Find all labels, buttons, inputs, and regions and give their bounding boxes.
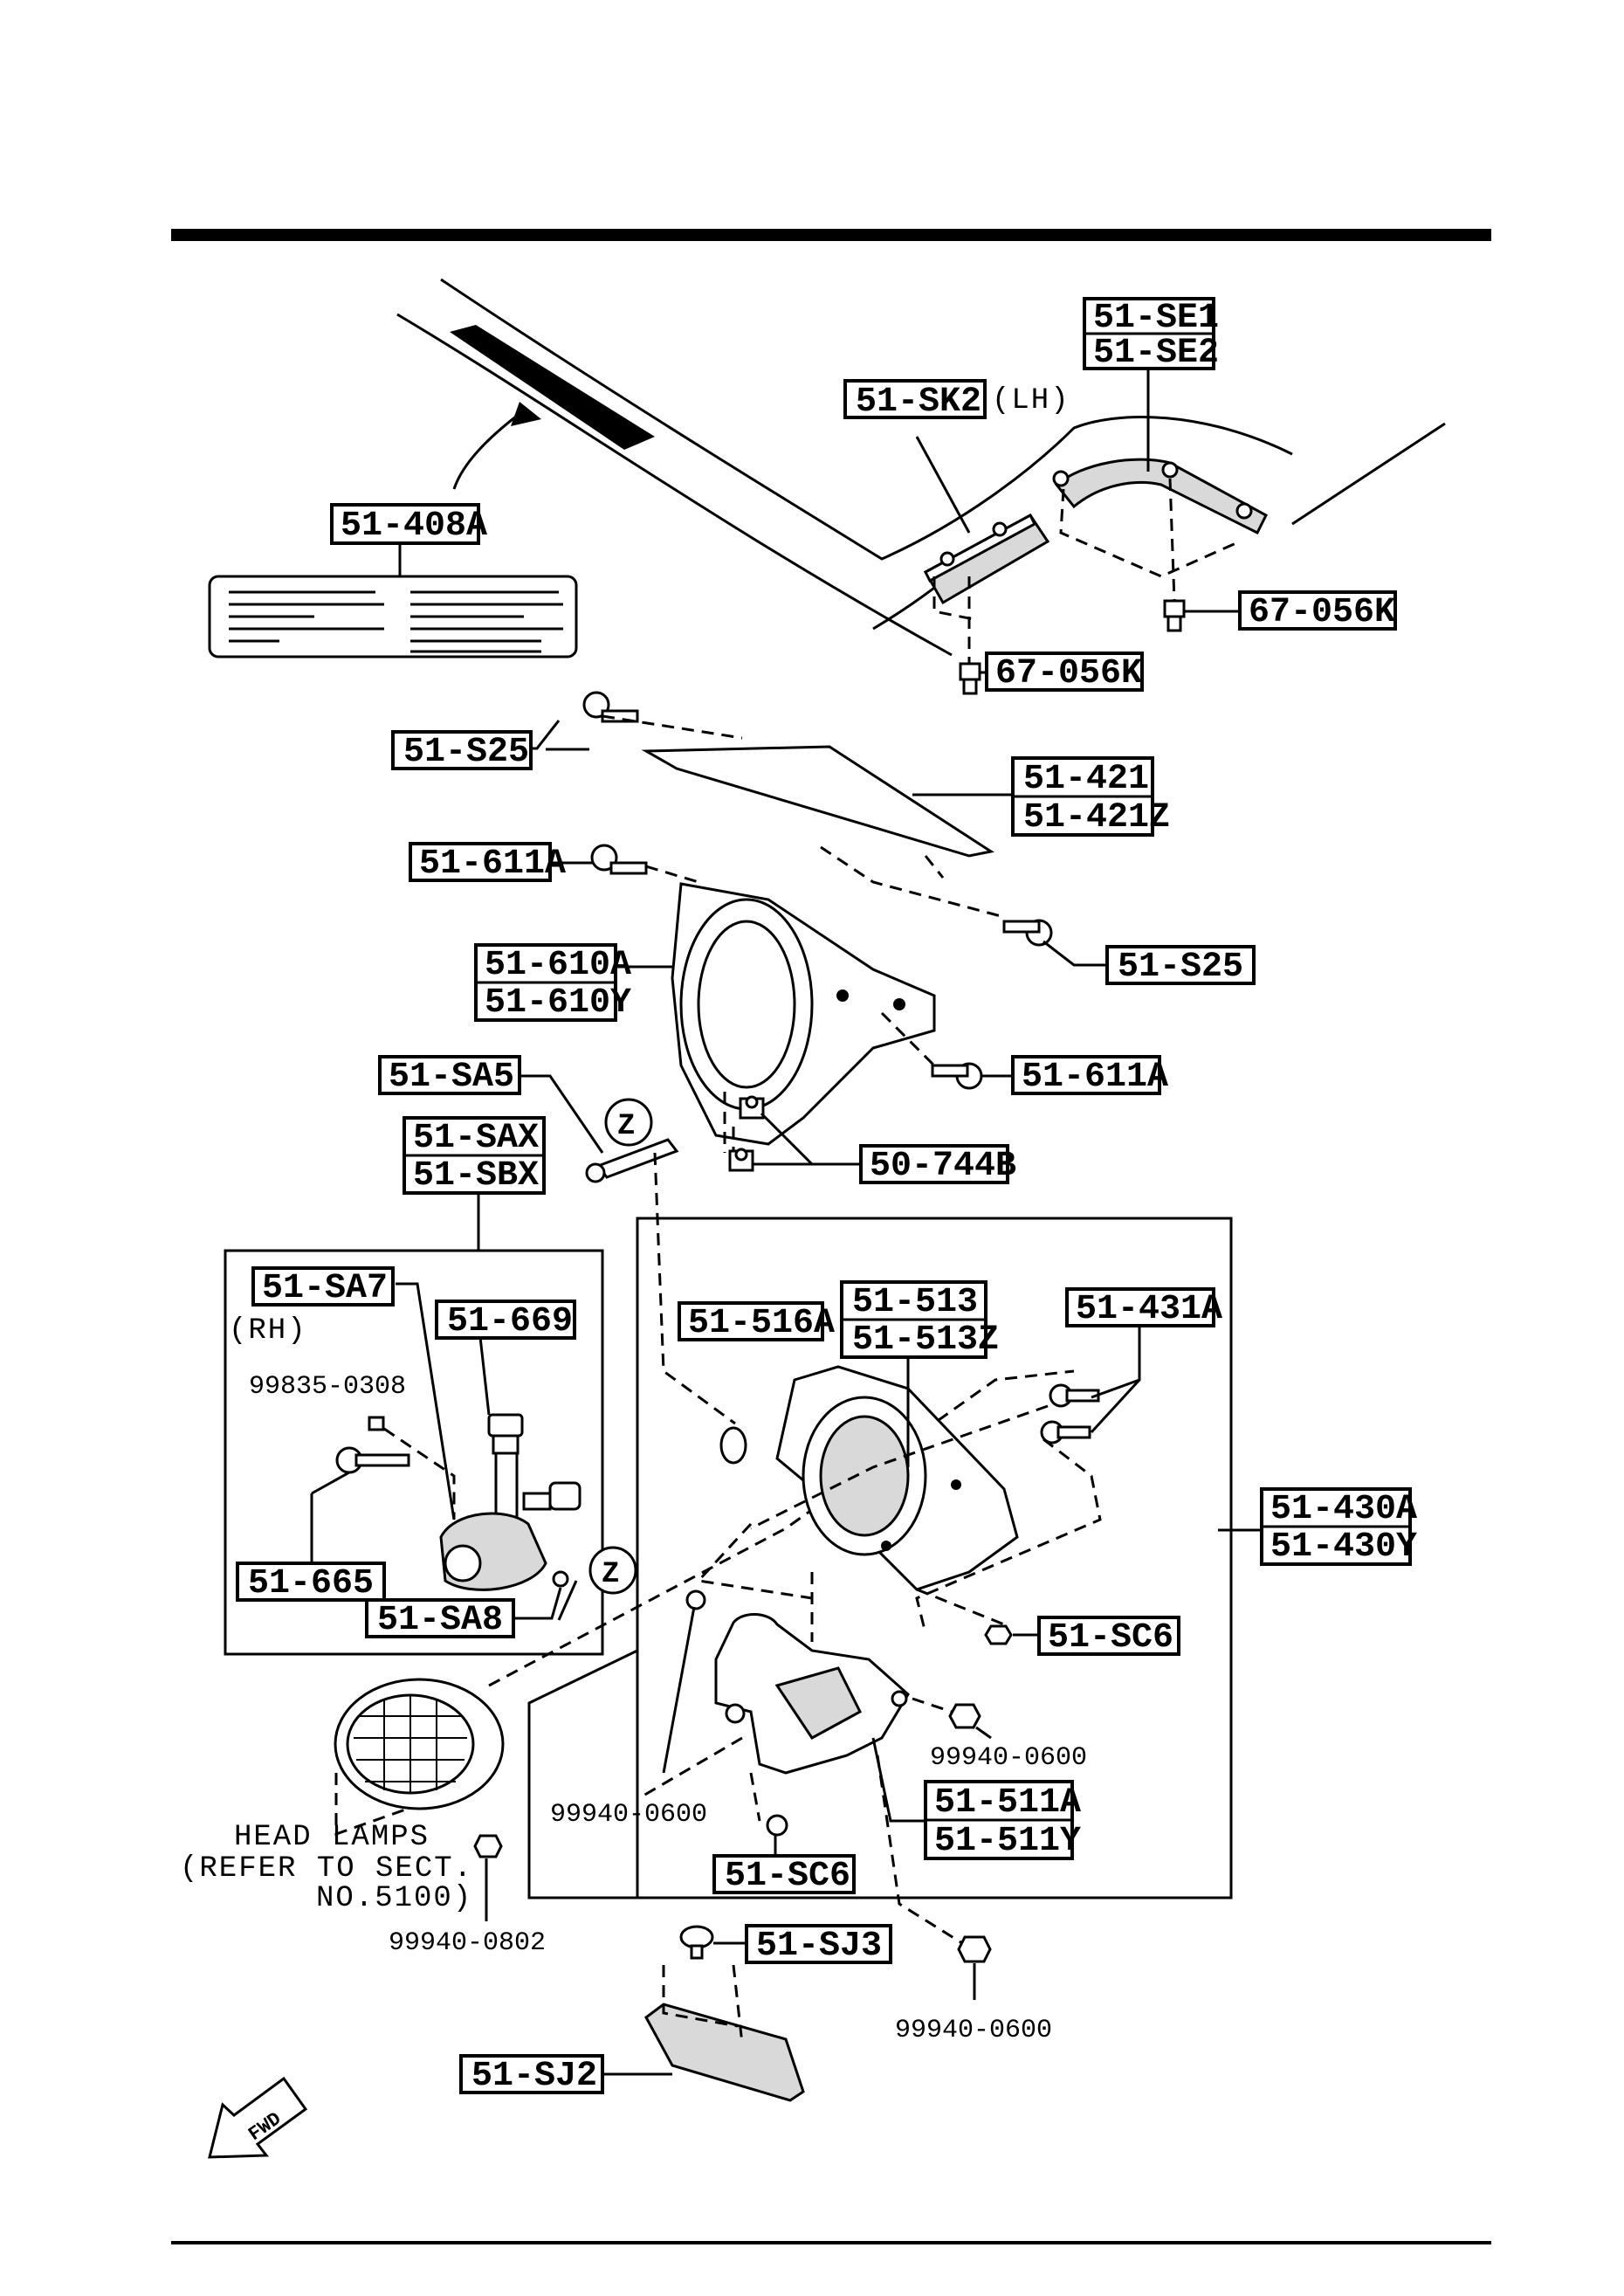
bottom-rule [171,2241,1491,2244]
fwd-arrow [208,2076,308,2159]
nut-99940-0600-c [957,1935,992,1963]
plate-51-513 [775,1365,1019,1591]
decal-strip [450,325,655,450]
trim-lh [923,513,1050,605]
adjuster-51-sa5 [585,1098,679,1183]
label-51-sa5: 51-SA5 [389,1058,514,1097]
screw-51-431a-a [1049,1383,1100,1408]
nut-51-sc6-a [984,1624,1013,1645]
z-marker-a [604,1098,653,1147]
label-50-744b: 50-744B [870,1147,1016,1186]
clip-67-056k-b [1163,599,1186,632]
label-51-511a: 51-511A [934,1783,1081,1823]
label-51-408a: 51-408A [341,507,487,546]
label-51-sax: 51-SAX [413,1119,539,1158]
screw-51-665 [335,1446,410,1474]
plate-51-sj2 [644,2003,805,2102]
nut-99940-0802 [473,1834,503,1858]
washer-99940-0600-a [685,1589,706,1610]
label-51-430a: 51-430A [1270,1490,1417,1529]
nut-50-744b-a [739,1095,765,1120]
leader-lines [310,365,1262,2076]
z-marker-a-text: Z [617,1110,635,1143]
actuator-assembly [439,1413,581,1591]
label-51-421: 51-421 [1023,760,1149,799]
label-51-611a-a: 51-611A [419,845,566,884]
label-51-610y: 51-610Y [485,983,631,1023]
clip-51-sj3 [679,1925,714,1960]
cover-51-421 [641,745,994,858]
label-51-sc6-b: 51-SC6 [725,1857,850,1896]
nut-99940-0600-b [948,1703,981,1729]
label-99835-0308: 99835-0308 [249,1372,406,1402]
part-labels: 51-SE1 51-SE2 51-SK2 (LH) 51-408A 67-056… [180,297,1417,2096]
label-51-669: 51-669 [447,1302,573,1341]
label-99940-0600-b: 99940-0600 [930,1743,1087,1773]
label-51-se1: 51-SE1 [1093,299,1219,338]
label-51-sc6-a: 51-SC6 [1048,1618,1173,1658]
warning-label [208,575,578,658]
label-67-056k-a: 67-056K [995,654,1142,693]
nut-50-744b-b [728,1148,754,1172]
pivot-51-516a [719,1426,747,1465]
label-99940-0600-c: 99940-0600 [895,2016,1052,2045]
head-lamp [334,1678,505,1810]
label-99940-0802: 99940-0802 [389,1928,546,1958]
label-51-421z: 51-421Z [1023,798,1170,838]
label-51-610a: 51-610A [485,946,631,985]
label-51-431a: 51-431A [1076,1290,1222,1329]
screw-99835-0308 [368,1416,385,1431]
label-51-611a-b: 51-611A [1022,1058,1168,1097]
head-lamps-note-3: NO.5100) [316,1882,472,1915]
label-51-sa8: 51-SA8 [377,1601,503,1640]
label-51-sa7: 51-SA7 [262,1269,388,1308]
label-rh: (RH) [229,1314,307,1348]
bracket-51-511a [714,1613,910,1775]
label-51-s25-a: 51-S25 [403,733,529,772]
label-51-430y: 51-430Y [1270,1527,1417,1567]
label-51-sk2: 51-SK2 [856,383,981,422]
label-51-511y: 51-511Y [934,1822,1081,1861]
box-51-430a [636,1217,1233,1900]
screw-51-611a-b [931,1062,983,1090]
housing-51-610a [671,882,936,1146]
z-marker-b-text: Z [602,1558,619,1591]
head-lamps-note-1: HEAD LAMPS [234,1821,430,1854]
z-marker-b [588,1546,637,1595]
screw-51-431a-b [1040,1420,1091,1444]
label-51-513: 51-513 [852,1283,978,1322]
head-lamps-note-2: (REFER TO SECT. [180,1852,473,1886]
label-99940-0600-a: 99940-0600 [550,1800,707,1830]
label-51-se2: 51-SE2 [1093,334,1219,373]
top-rule [171,229,1491,241]
label-51-sbx: 51-SBX [413,1156,539,1196]
washer-51-sa8 [552,1570,569,1588]
label-51-513z: 51-513Z [852,1320,999,1360]
box-51-sax [224,1249,604,1656]
screw-51-s25-b [1002,919,1053,947]
trim-se [1052,458,1268,535]
nut-51-sc6-b [766,1814,788,1837]
label-51-sj3: 51-SJ3 [756,1927,882,1966]
label-67-056k-b: 67-056K [1249,593,1395,632]
label-lh: (LH) [992,384,1070,417]
label-51-sj2: 51-SJ2 [471,2057,597,2096]
label-51-665: 51-665 [248,1564,374,1603]
screw-51-611a-a [590,844,648,875]
label-51-516a: 51-516A [688,1304,835,1343]
label-51-s25-b: 51-S25 [1118,948,1243,987]
screw-51-s25-a [582,691,639,723]
clip-67-056k-a [959,662,981,695]
decal-arrow [452,409,525,490]
